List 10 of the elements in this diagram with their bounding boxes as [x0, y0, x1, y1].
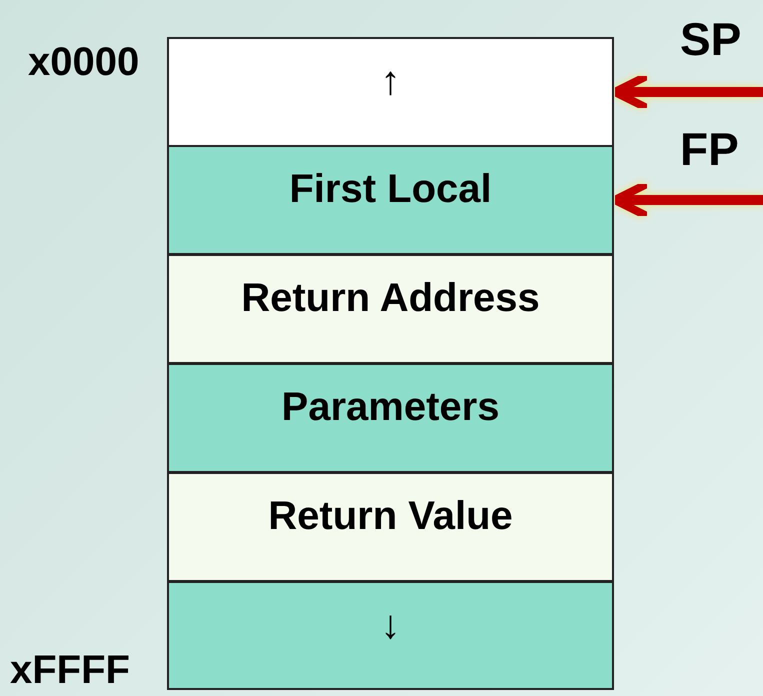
- stack-cell: ↓: [167, 581, 614, 690]
- stack-cell: Return Address: [167, 254, 614, 364]
- pointer-label: FP: [680, 122, 739, 176]
- stack-cell: Return Value: [167, 472, 614, 582]
- address-label: xFFFF: [10, 648, 130, 693]
- stack-cell: ↑: [167, 37, 614, 147]
- stack-cell: First Local: [167, 145, 614, 255]
- address-label: x0000: [28, 40, 140, 85]
- pointer-label: SP: [680, 12, 742, 66]
- stack-cell: Parameters: [167, 363, 614, 473]
